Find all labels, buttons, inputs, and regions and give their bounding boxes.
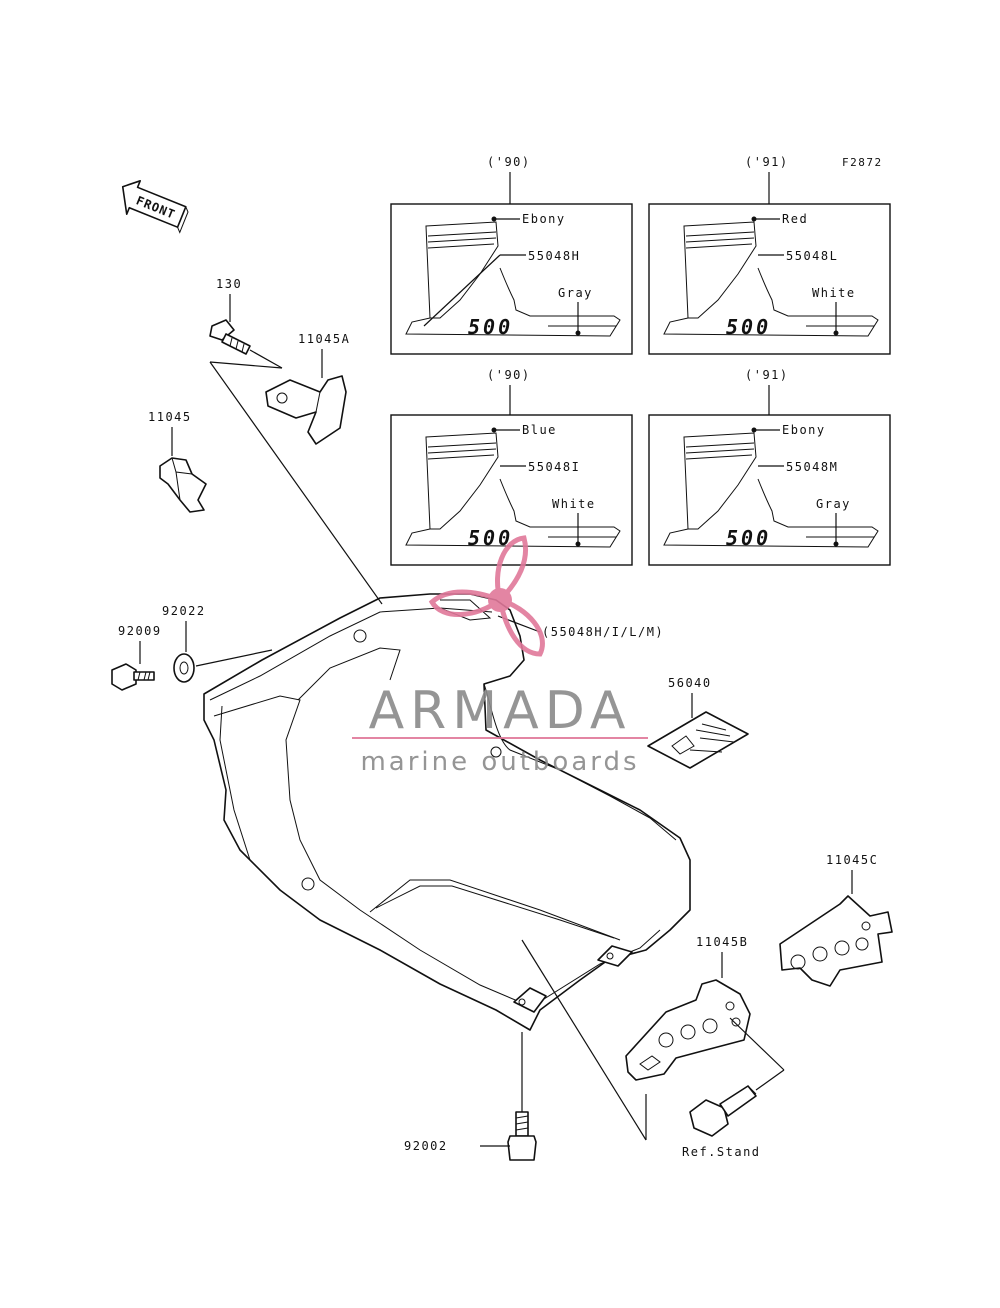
label-11045c: 11045C [826,853,878,867]
top-color-label: Red [782,212,808,226]
stand-bolt [689,1085,757,1137]
top-color-label: Blue [522,423,557,437]
part-number-label: 55048I [528,460,580,474]
watermark-brand: ARMADA [369,681,632,741]
label-92022: 92022 [162,604,206,618]
armada-watermark: ARMADA marine outboards [352,535,648,777]
part-number-label: 55048L [786,249,838,263]
watermark-tagline: marine outboards [360,747,639,777]
decal-panel-91-ebony: ('91) 500 Ebony 55048M Gray [648,368,891,566]
part-number-label: 55048M [786,460,838,474]
label-11045b: 11045B [696,935,748,949]
decal-panel-90-blue: ('90) 500 Blue 55048I White [390,368,633,566]
label-56040: 56040 [668,676,712,690]
bottom-color-label: Gray [816,497,851,511]
bottom-color-label: White [812,286,856,300]
bottom-color-label: Gray [558,286,593,300]
label-130: 130 [216,277,242,291]
panel-year: ('90) [487,155,531,169]
bolt-92002 [507,1111,537,1161]
decal-panel-90-ebony: ('90) 500 Ebony 55048H Gray [390,155,633,355]
label-ref-stand: Ref.Stand [682,1145,761,1159]
label-11045: 11045 [148,410,192,424]
badge-500: 500 [726,315,771,339]
bracket-11045a [265,375,347,445]
top-color-label: Ebony [782,423,826,437]
under-cowl-55048 [203,593,691,1031]
bottom-color-label: White [552,497,596,511]
bracket-11045b [625,979,751,1081]
clip-11045 [159,457,207,513]
label-92009: 92009 [118,624,162,638]
badge-500: 500 [468,315,513,339]
washer-92022 [173,653,195,683]
panel-year: ('90) [487,368,531,382]
front-arrow-icon: FRONT [121,180,189,234]
bolt-130 [209,319,251,355]
propeller-logo-icon [428,535,545,657]
bracket-11045c [779,895,893,987]
badge-500: 500 [468,526,513,550]
badge-500: 500 [726,526,771,550]
part-number-label: 55048H [528,249,580,263]
top-color-label: Ebony [522,212,566,226]
label-92002: 92002 [404,1139,448,1153]
label-55048: (55048H/I/L/M) [542,625,664,639]
figure-code: F2872 [842,156,883,169]
panel-year: ('91) [745,368,789,382]
panel-year: ('91) [745,155,789,169]
label-11045a: 11045A [298,332,350,346]
decal-panel-91-red: ('91) 500 Red 55048L White [648,155,891,355]
decal-56040 [647,711,749,769]
bolt-92009 [111,663,155,691]
